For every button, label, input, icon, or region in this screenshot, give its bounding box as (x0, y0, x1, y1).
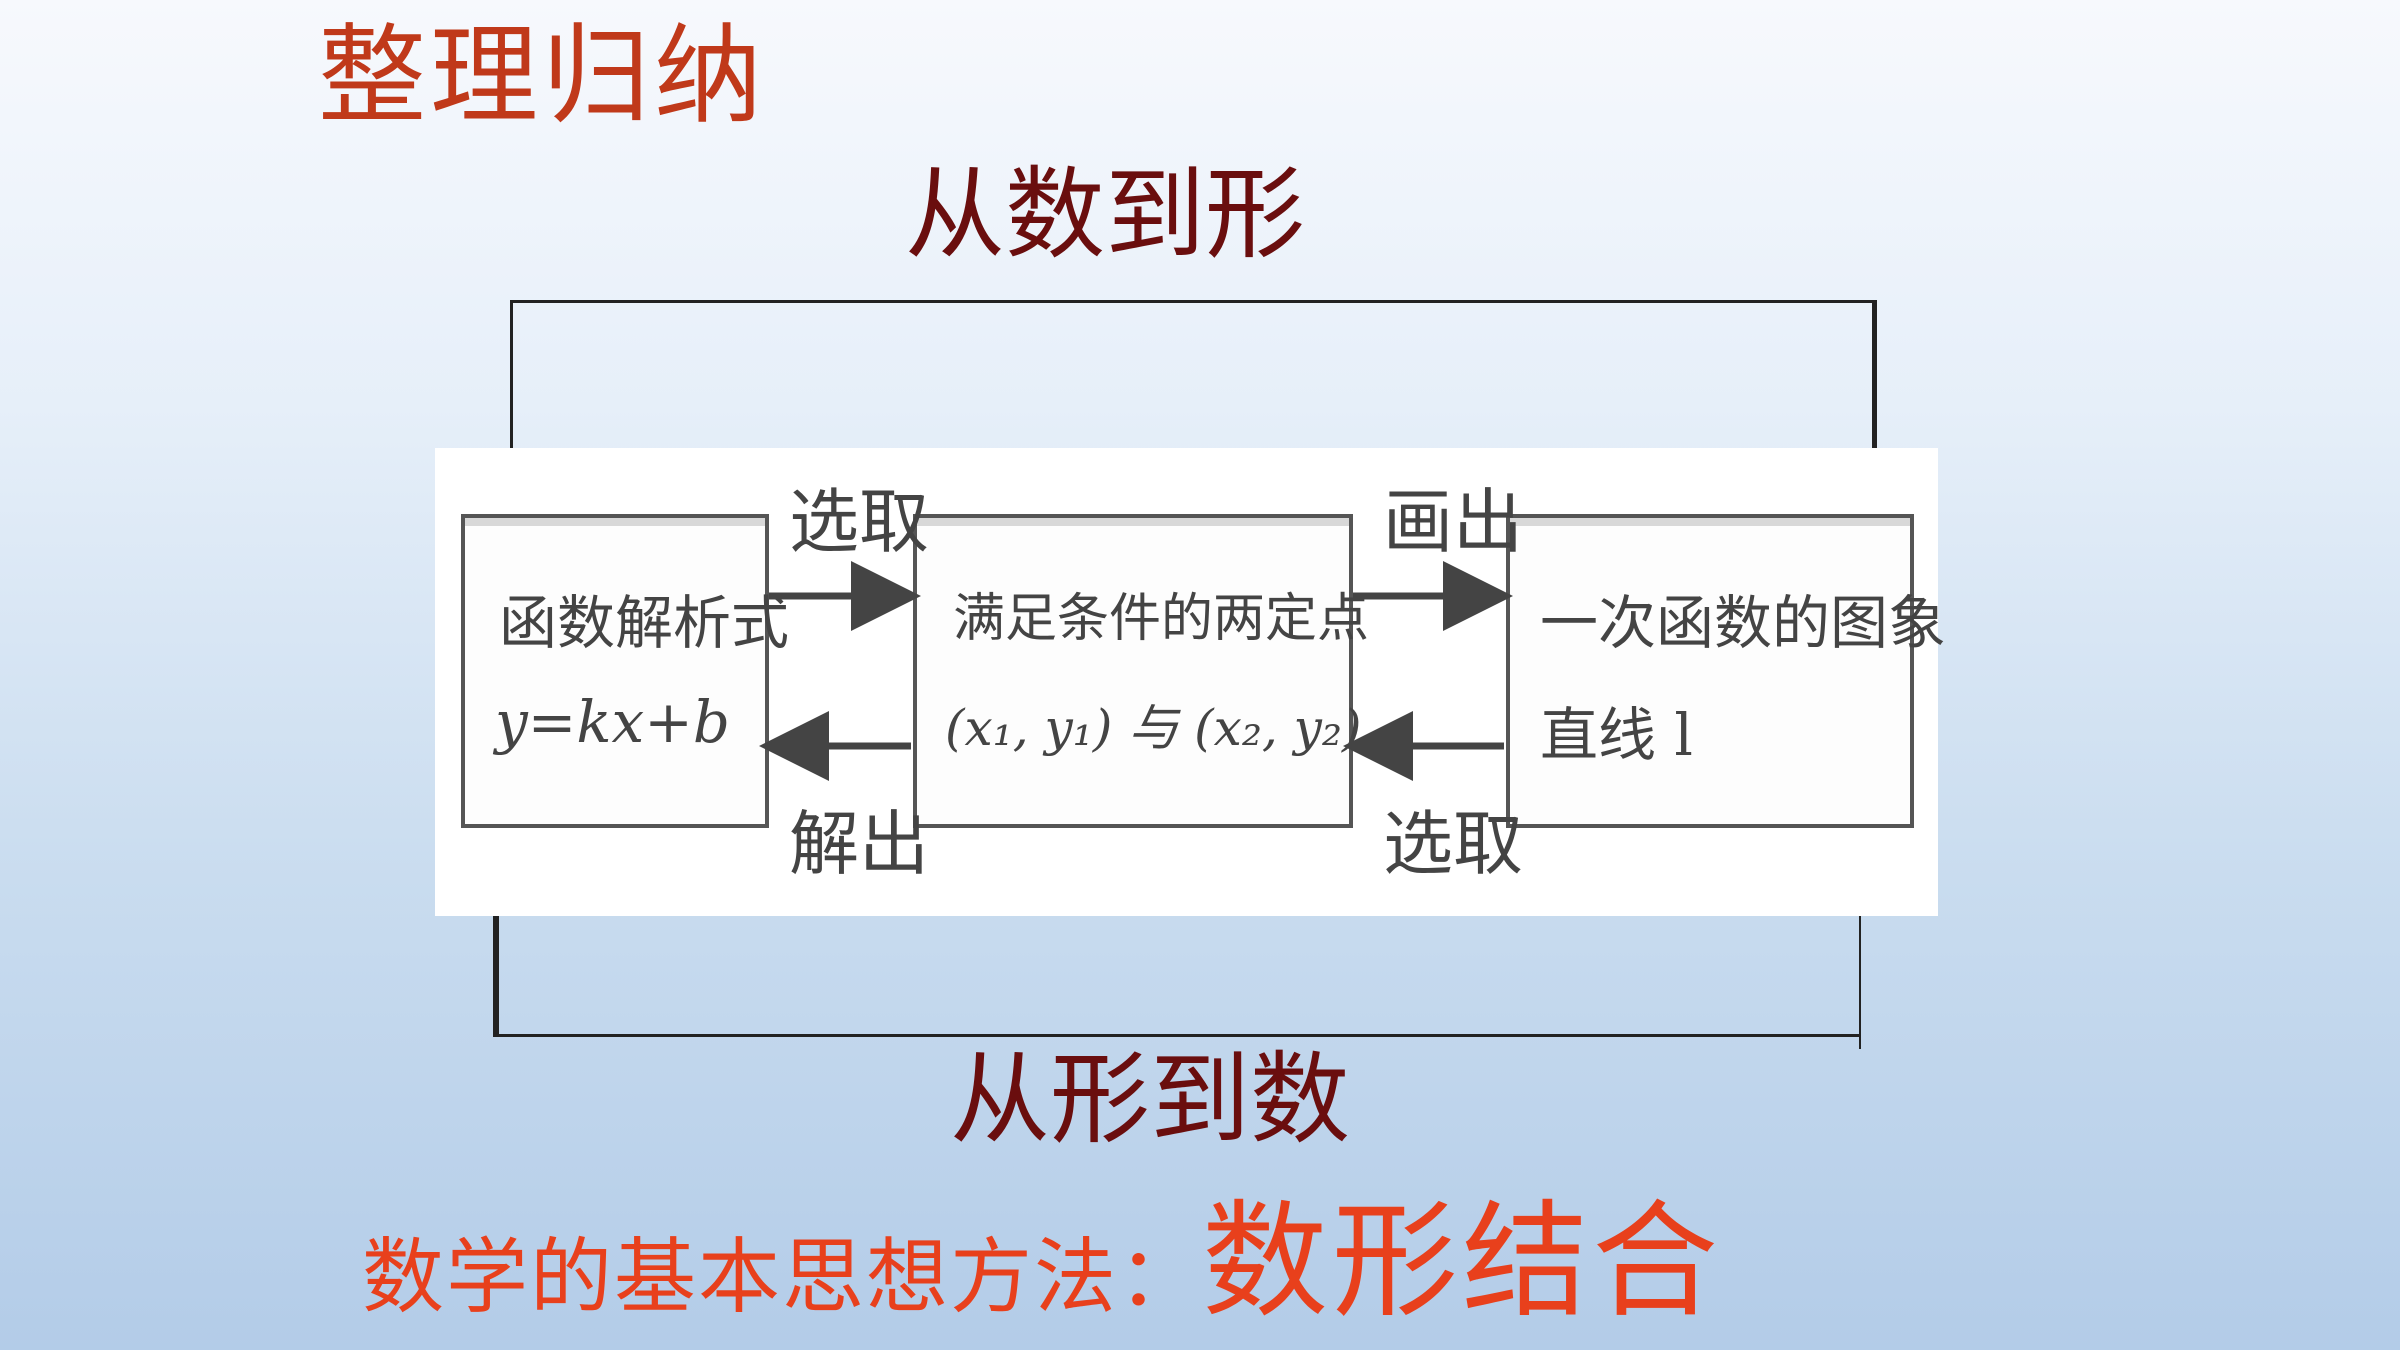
box2-title: 满足条件的两定点 (953, 589, 1370, 649)
box3-title: 一次函数的图象 (1540, 589, 1947, 657)
box-function-expression: 函数解析式 y=kx+b (461, 514, 789, 828)
bottom-bracket-right-leg (1859, 914, 1861, 1049)
conclusion-prefix: 数学的基本思想方法： (362, 1230, 1203, 1325)
diagram-arrows (759, 561, 1513, 781)
bottom-bracket-line (493, 1034, 1861, 1037)
top-bracket-label: 从数到形 (905, 156, 1305, 273)
box3-line: 直线 l (1540, 701, 1693, 769)
edge-label-select-2: 选取 (1383, 803, 1523, 885)
edge-label-select-1: 选取 (789, 481, 929, 563)
box1-formula: y=kx+b (495, 688, 730, 756)
bottom-bracket-label: 从形到数 (950, 1041, 1350, 1158)
flow-diagram: 函数解析式 y=kx+b 满足条件的两定点 (x₁, y₁) 与 (x₂, y₂… (435, 448, 1946, 916)
conclusion-emphasis: 数形结合 (1202, 1188, 1723, 1335)
edge-label-draw: 画出 (1383, 481, 1523, 563)
box1-title: 函数解析式 (499, 589, 790, 657)
bottom-bracket-left-leg (493, 914, 499, 1036)
slide-title: 整理归纳 (318, 14, 767, 139)
top-bracket-right-leg (1872, 300, 1877, 450)
box2-points: (x₁, y₁) 与 (x₂, y₂) (945, 699, 1362, 757)
box-two-points: 满足条件的两定点 (x₁, y₁) 与 (x₂, y₂) (913, 514, 1369, 828)
conclusion-line: 数学的基本思想方法： 数形结合 (362, 1160, 1722, 1335)
top-bracket-left-leg (510, 300, 513, 450)
top-bracket-line (510, 300, 1875, 303)
box-linear-graph: 一次函数的图象 直线 l (1506, 514, 1946, 828)
edge-label-solve: 解出 (789, 803, 929, 885)
